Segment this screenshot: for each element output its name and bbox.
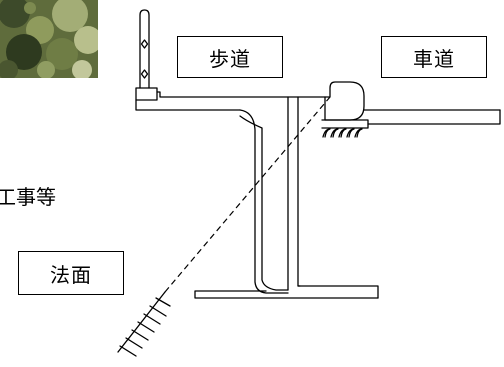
label-slope-text: 法面 bbox=[50, 262, 92, 287]
curb-hatching bbox=[322, 128, 363, 138]
label-roadway: 車道 bbox=[381, 36, 487, 78]
curb-base bbox=[321, 119, 369, 129]
handrail-fitting-2 bbox=[140, 69, 149, 79]
label-slope: 法面 bbox=[18, 251, 124, 295]
handrail-post bbox=[139, 9, 150, 89]
retaining-wall-inner bbox=[239, 115, 289, 291]
label-roadway-text: 車道 bbox=[413, 46, 455, 71]
dashed-slope-line bbox=[164, 96, 331, 293]
retaining-wall-outer bbox=[239, 109, 289, 294]
deck-slab-outline bbox=[135, 91, 326, 111]
label-sidewalk-text: 歩道 bbox=[209, 46, 251, 71]
photo-texture bbox=[0, 0, 98, 78]
label-works-partial: 工事等 bbox=[0, 185, 56, 209]
column-web-right bbox=[297, 285, 379, 299]
curb-block bbox=[324, 81, 365, 121]
photo-thumbnail bbox=[0, 0, 98, 78]
handrail-fitting-1 bbox=[140, 39, 149, 49]
railing-base bbox=[135, 87, 158, 101]
footing-plate bbox=[194, 290, 379, 299]
roadway-bottom-line bbox=[367, 109, 501, 125]
column-web bbox=[287, 96, 301, 291]
slope-hatching bbox=[117, 291, 171, 357]
label-sidewalk: 歩道 bbox=[177, 36, 283, 78]
